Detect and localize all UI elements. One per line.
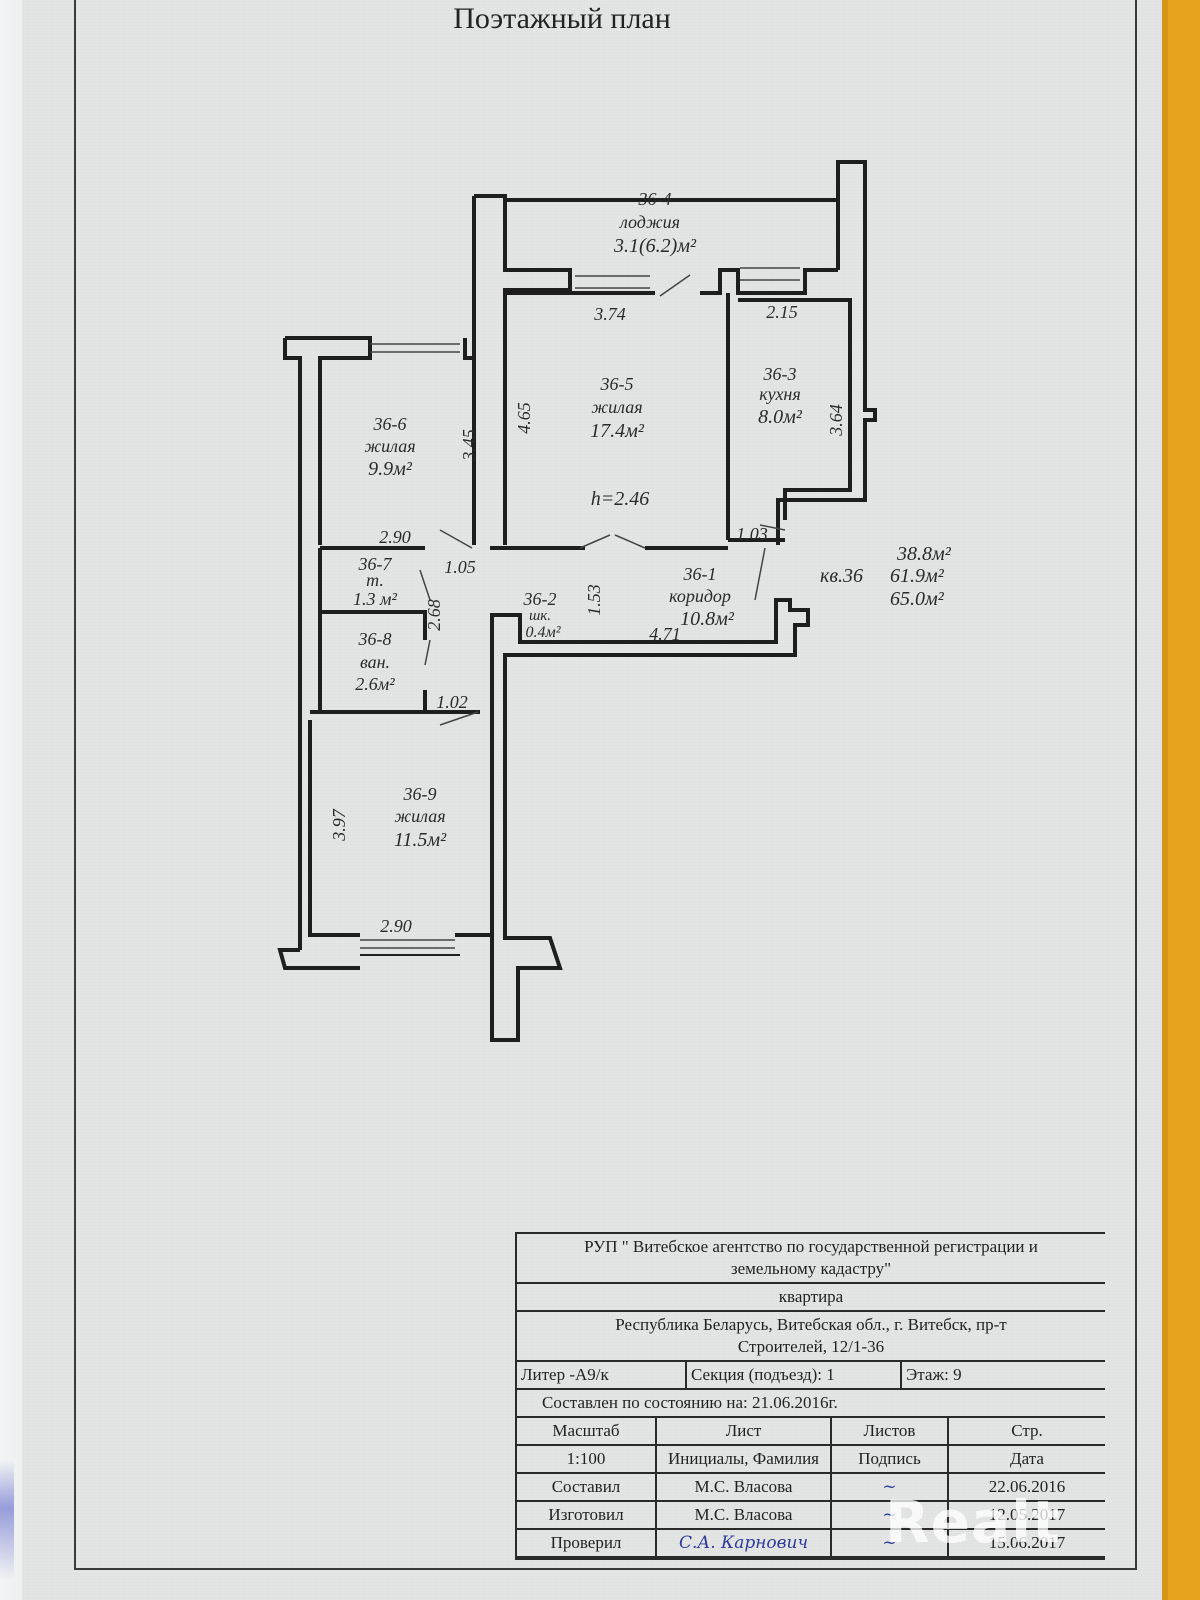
floor: Этаж: 9	[906, 1365, 962, 1384]
table-row: Проверил С.А. Карнович ~ 15.06.2017	[517, 1530, 1105, 1558]
paper-sheet: Поэтажный план	[22, 0, 1168, 1600]
room-36-4-type: лоджия	[619, 212, 680, 232]
org-line-1: РУП " Витебское агентство по государстве…	[584, 1237, 1038, 1256]
apartment-label: кв.36	[820, 565, 863, 587]
room-36-3-area: 8.0м²	[758, 406, 803, 428]
dim-3-74: 3.74	[593, 304, 626, 324]
org-line-2: земельному кадастру"	[730, 1259, 892, 1278]
wall-loggia-outer-right	[505, 160, 877, 545]
drawing-frame	[74, 0, 1137, 1570]
room-36-5-area: 17.4м²	[590, 420, 645, 442]
role: Изготовил	[517, 1502, 657, 1528]
dim-2-15: 2.15	[766, 302, 798, 322]
section: Секция (подъезд): 1	[687, 1362, 902, 1388]
header-page: Стр.	[1011, 1421, 1043, 1440]
ceiling-height: h=2.46	[591, 488, 650, 510]
address-line-1: Республика Беларусь, Витебская обл., г. …	[615, 1315, 1007, 1334]
living-area: 38.8м²	[896, 543, 952, 565]
room-36-9-type: жилая	[394, 806, 445, 826]
room-36-1-id: 36-1	[683, 564, 717, 584]
wall-wc-bath	[310, 548, 480, 714]
pen-mark	[0, 1460, 14, 1580]
date: 15.06.2017	[988, 1533, 1066, 1552]
room-36-4-area: 3.1(6.2)м²	[613, 235, 697, 257]
paper-edge	[1162, 0, 1168, 1600]
address-line-2: Строителей, 12/1-36	[737, 1337, 885, 1356]
wall-room-36-5	[505, 200, 840, 295]
header-date: Дата	[1010, 1449, 1044, 1468]
room-36-2-type: шк.	[529, 608, 551, 624]
page-title: Поэтажный план	[453, 2, 671, 35]
wall-room-36-6	[283, 336, 474, 950]
watermark: Realt	[885, 1488, 1061, 1556]
dim-2-68: 2.68	[424, 599, 444, 631]
header-scale: Масштаб	[517, 1418, 657, 1444]
object-type: квартира	[517, 1284, 1105, 1312]
header-sheet: Лист	[657, 1418, 832, 1444]
dim-4-71: 4.71	[649, 624, 681, 644]
header-sheets: Листов	[832, 1418, 949, 1444]
wall-corridor	[490, 598, 810, 1042]
date: 12.05.2017	[988, 1505, 1066, 1524]
room-36-6-area: 9.9м²	[368, 458, 413, 480]
dim-1-03: 1.03	[736, 524, 768, 544]
liter-row: Литер -А9/к Секция (подъезд): 1 Этаж: 9	[517, 1362, 1105, 1390]
dim-3-45: 3.45	[459, 429, 479, 462]
org-name: РУП " Витебское агентство по государстве…	[517, 1234, 1105, 1284]
dim-2-90-bottom: 2.90	[380, 916, 412, 936]
as-of-date: Составлен по состоянию на: 21.06.2016г.	[517, 1390, 1105, 1418]
scale-value: 1:100	[517, 1446, 657, 1472]
total-area-with-loggia: 65.0м²	[890, 588, 945, 610]
liter: Литер -А9/к	[517, 1362, 687, 1388]
dim-3-97: 3.97	[329, 808, 349, 842]
header-row-1: Масштаб Лист Листов Стр.	[517, 1418, 1105, 1446]
wall-kitchen	[726, 293, 852, 542]
table-row: Изготовил М.С. Власова ~ 12.05.2017	[517, 1502, 1105, 1530]
role: Составил	[517, 1474, 657, 1500]
title-block: РУП " Витебское агентство по государстве…	[515, 1232, 1105, 1560]
address: Республика Беларусь, Витебская обл., г. …	[517, 1312, 1105, 1362]
role: Проверил	[517, 1530, 657, 1556]
dim-4-65: 4.65	[514, 402, 534, 434]
name: С.А. Карнович	[657, 1530, 832, 1556]
table-row: Составил М.С. Власова ~ 22.06.2016	[517, 1474, 1105, 1502]
room-36-1-area: 10.8м²	[680, 608, 735, 630]
room-36-8-type: ван.	[360, 652, 390, 672]
dim-1-02: 1.02	[436, 692, 468, 712]
room-36-3-type: кухня	[759, 384, 800, 404]
name: М.С. Власова	[657, 1474, 832, 1500]
room-36-1-type: коридор	[669, 586, 731, 606]
header-signature: Подпись	[832, 1446, 949, 1472]
room-36-6-type: жилая	[364, 436, 415, 456]
room-36-2-area: 0.4м²	[525, 624, 561, 641]
signature: ~	[832, 1530, 949, 1556]
room-36-9-area: 11.5м²	[394, 829, 447, 851]
dim-1-53: 1.53	[584, 584, 604, 616]
room-36-6-id: 36-6	[373, 414, 407, 434]
dim-3-64: 3.64	[826, 404, 846, 437]
room-36-7-area: 1.3 м²	[353, 589, 397, 609]
room-36-5-type: жилая	[591, 397, 642, 417]
date: 22.06.2016	[988, 1477, 1066, 1496]
dim-1-05: 1.05	[444, 557, 476, 577]
name: М.С. Власова	[657, 1502, 832, 1528]
room-36-8-area: 2.6м²	[355, 674, 395, 694]
dim-2-90-top: 2.90	[379, 527, 411, 547]
room-36-9-id: 36-9	[403, 784, 437, 804]
room-36-2-id: 36-2	[523, 589, 557, 609]
header-row-2: 1:100 Инициалы, Фамилия Подпись Дата	[517, 1446, 1105, 1474]
header-name: Инициалы, Фамилия	[657, 1446, 832, 1472]
signature: ~	[832, 1502, 949, 1528]
room-36-7-id: 36-7	[358, 554, 393, 574]
wall-loggia	[474, 194, 572, 545]
room-36-5-id: 36-5	[600, 374, 634, 394]
total-area: 61.9м²	[890, 565, 945, 587]
room-36-7-type: т.	[366, 570, 384, 590]
signature: ~	[832, 1474, 949, 1500]
room-36-4-id: 36-4	[638, 189, 672, 209]
room-36-8-id: 36-8	[358, 629, 392, 649]
room-36-3-id: 36-3	[763, 364, 797, 384]
wall-room-36-9	[277, 720, 492, 970]
